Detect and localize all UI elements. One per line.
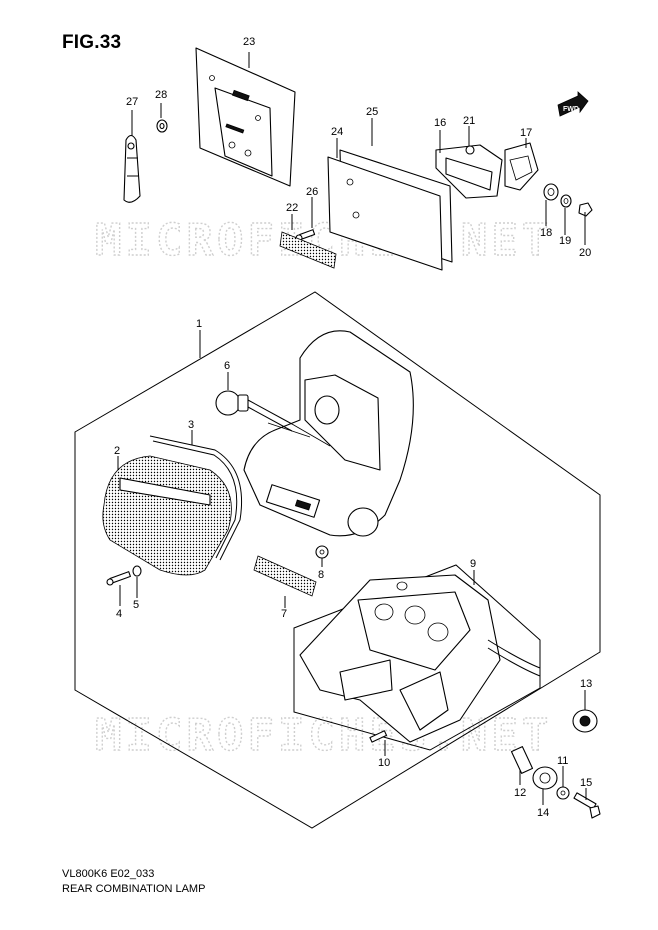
callout-2: 2 bbox=[114, 445, 120, 457]
callout-8: 8 bbox=[318, 569, 324, 581]
callout-25: 25 bbox=[366, 106, 378, 118]
callout-23: 23 bbox=[243, 36, 255, 48]
part-6-bulb bbox=[215, 390, 293, 432]
callout-7: 7 bbox=[281, 608, 287, 620]
fwd-arrow: FWD bbox=[557, 91, 589, 117]
callout-11: 11 bbox=[557, 755, 568, 767]
callout-15: 15 bbox=[580, 777, 592, 789]
part-14-grommet bbox=[532, 766, 558, 790]
part-5-washer bbox=[132, 565, 142, 577]
callout-14: 14 bbox=[537, 807, 549, 819]
part-12-collar bbox=[510, 746, 534, 774]
part-24-plate bbox=[327, 156, 443, 271]
callout-9: 9 bbox=[470, 558, 476, 570]
callout-3: 3 bbox=[188, 419, 194, 431]
callout-6: 6 bbox=[224, 360, 230, 372]
callout-13: 13 bbox=[580, 678, 592, 690]
part-4-screw bbox=[106, 571, 131, 586]
part-20-nut bbox=[578, 202, 593, 217]
part-17-lamp-lens bbox=[504, 142, 539, 191]
part-2-lens bbox=[102, 455, 232, 576]
part-3-gasket bbox=[149, 435, 243, 561]
callout-20: 20 bbox=[579, 247, 591, 259]
callout-26: 26 bbox=[306, 186, 318, 198]
callout-1: 1 bbox=[196, 318, 202, 330]
part-9-bracket bbox=[299, 574, 541, 743]
part-27-bracket bbox=[123, 134, 141, 203]
leader-lines bbox=[117, 52, 587, 805]
assembly-outline bbox=[74, 291, 601, 829]
part-13-grommet bbox=[572, 709, 598, 733]
callout-27: 27 bbox=[126, 96, 138, 108]
callout-17: 17 bbox=[520, 127, 532, 139]
callout-24: 24 bbox=[331, 126, 343, 138]
callout-21: 21 bbox=[463, 115, 475, 127]
watermark-bottom: MICROFICHES.NET bbox=[95, 710, 552, 761]
part-21-nut bbox=[465, 145, 475, 155]
callout-labels: 23 27 28 25 24 16 21 17 18 19 20 26 22 1… bbox=[114, 36, 592, 819]
part-7-reflector bbox=[253, 555, 317, 597]
part-16-lamp-housing bbox=[435, 144, 503, 199]
fwd-label: FWD bbox=[563, 106, 579, 113]
lamp-housing bbox=[243, 330, 414, 537]
callout-18: 18 bbox=[540, 227, 552, 239]
callout-10: 10 bbox=[378, 757, 390, 769]
part-18-grommet bbox=[543, 183, 559, 201]
part-11-washer bbox=[556, 786, 570, 800]
part-8-nut bbox=[315, 545, 329, 559]
callout-5: 5 bbox=[133, 599, 139, 611]
model-code: VL800K6 E02_033 bbox=[62, 868, 155, 880]
part-28-nut bbox=[156, 119, 168, 133]
callout-28: 28 bbox=[155, 89, 167, 101]
callout-22: 22 bbox=[286, 202, 298, 214]
callout-16: 16 bbox=[434, 117, 446, 129]
part-15-bolt bbox=[573, 792, 601, 819]
part-23-license-bracket bbox=[195, 47, 296, 187]
figure-title: FIG.33 bbox=[62, 32, 122, 53]
part-10-screw bbox=[369, 730, 388, 743]
part-22-reflector bbox=[279, 231, 337, 269]
bracket-subassembly-outline bbox=[293, 564, 541, 751]
figure-caption: REAR COMBINATION LAMP bbox=[62, 883, 206, 895]
callout-12: 12 bbox=[514, 787, 526, 799]
part-19-washer bbox=[560, 194, 572, 208]
callout-4: 4 bbox=[116, 608, 122, 620]
callout-19: 19 bbox=[559, 235, 571, 247]
